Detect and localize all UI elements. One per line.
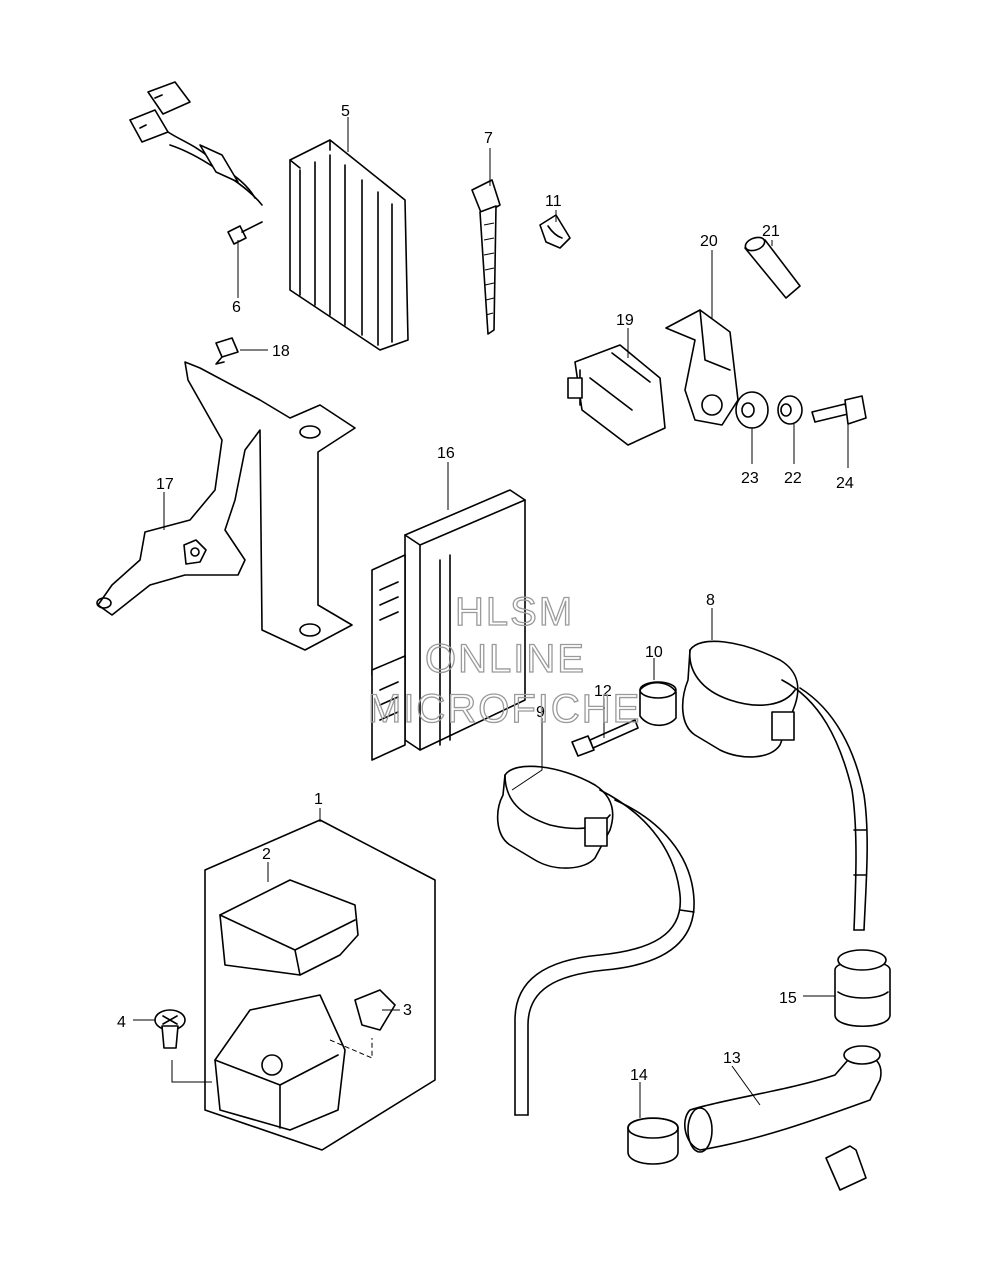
leader-3 [329,1038,373,1059]
callout-24: 24 [836,475,854,492]
callout-6: 6 [232,299,241,316]
ecm-16[interactable] [371,489,526,761]
watermark-line1: HLSM [455,590,574,634]
callout-4: 4 [117,1014,126,1031]
callout-20: 20 [700,233,718,250]
fuse-3[interactable] [354,989,396,1031]
relay-19[interactable] [567,344,666,446]
bolt-6[interactable] [227,221,263,245]
callout-10: 10 [645,644,663,661]
callout-19: 19 [616,312,634,329]
fwd-arrow-badge: FWD [825,1145,867,1191]
callout-3: 3 [403,1002,412,1019]
bracket-20[interactable] [665,309,739,426]
ignition-coil-9[interactable] [496,765,695,1116]
cable-tie-7[interactable] [471,179,501,335]
cover-2[interactable] [219,879,359,976]
bolt-12[interactable] [571,719,639,757]
collar-22[interactable] [777,395,803,425]
grommet-23[interactable] [735,391,769,429]
bolt-24[interactable] [811,395,867,425]
callout-2: 2 [262,846,271,863]
callout-8: 8 [706,592,715,609]
clip-11[interactable] [539,214,571,249]
callout-9: 9 [536,704,545,721]
screw-4[interactable] [154,1009,186,1049]
ring-14[interactable] [627,1117,679,1165]
callout-14: 14 [630,1067,648,1084]
relay-base[interactable] [214,994,346,1131]
callout-5: 5 [341,103,350,120]
grommet-15[interactable] [834,949,891,1028]
callout-16: 16 [437,445,455,462]
callout-17: 17 [156,476,174,493]
callout-18: 18 [272,343,290,360]
callouts: 5 6 7 11 21 20 19 23 22 24 18 17 16 8 10… [117,103,854,1118]
callout-15: 15 [779,990,797,1007]
regulator-rectifier[interactable] [129,81,409,351]
ignition-coil-8[interactable] [681,640,868,931]
callout-1: 1 [314,791,323,808]
callout-13: 13 [723,1050,741,1067]
sleeve-21[interactable] [744,235,801,299]
callout-7: 7 [484,130,493,147]
screw-18[interactable] [215,337,239,365]
watermark-line3: MICROFICHE [368,687,641,731]
watermark: HLSM ONLINE MICROFICHE [367,589,641,731]
callout-21: 21 [762,223,780,240]
watermark-line2: ONLINE [425,637,586,681]
mount-bracket-17[interactable] [96,361,356,651]
plug-cap-13[interactable] [684,1045,882,1153]
callout-12: 12 [594,683,612,700]
callout-22: 22 [784,470,802,487]
callout-23: 23 [741,470,759,487]
cap-10[interactable] [639,681,677,727]
leader-4 [171,1060,212,1083]
callout-11: 11 [545,193,562,210]
